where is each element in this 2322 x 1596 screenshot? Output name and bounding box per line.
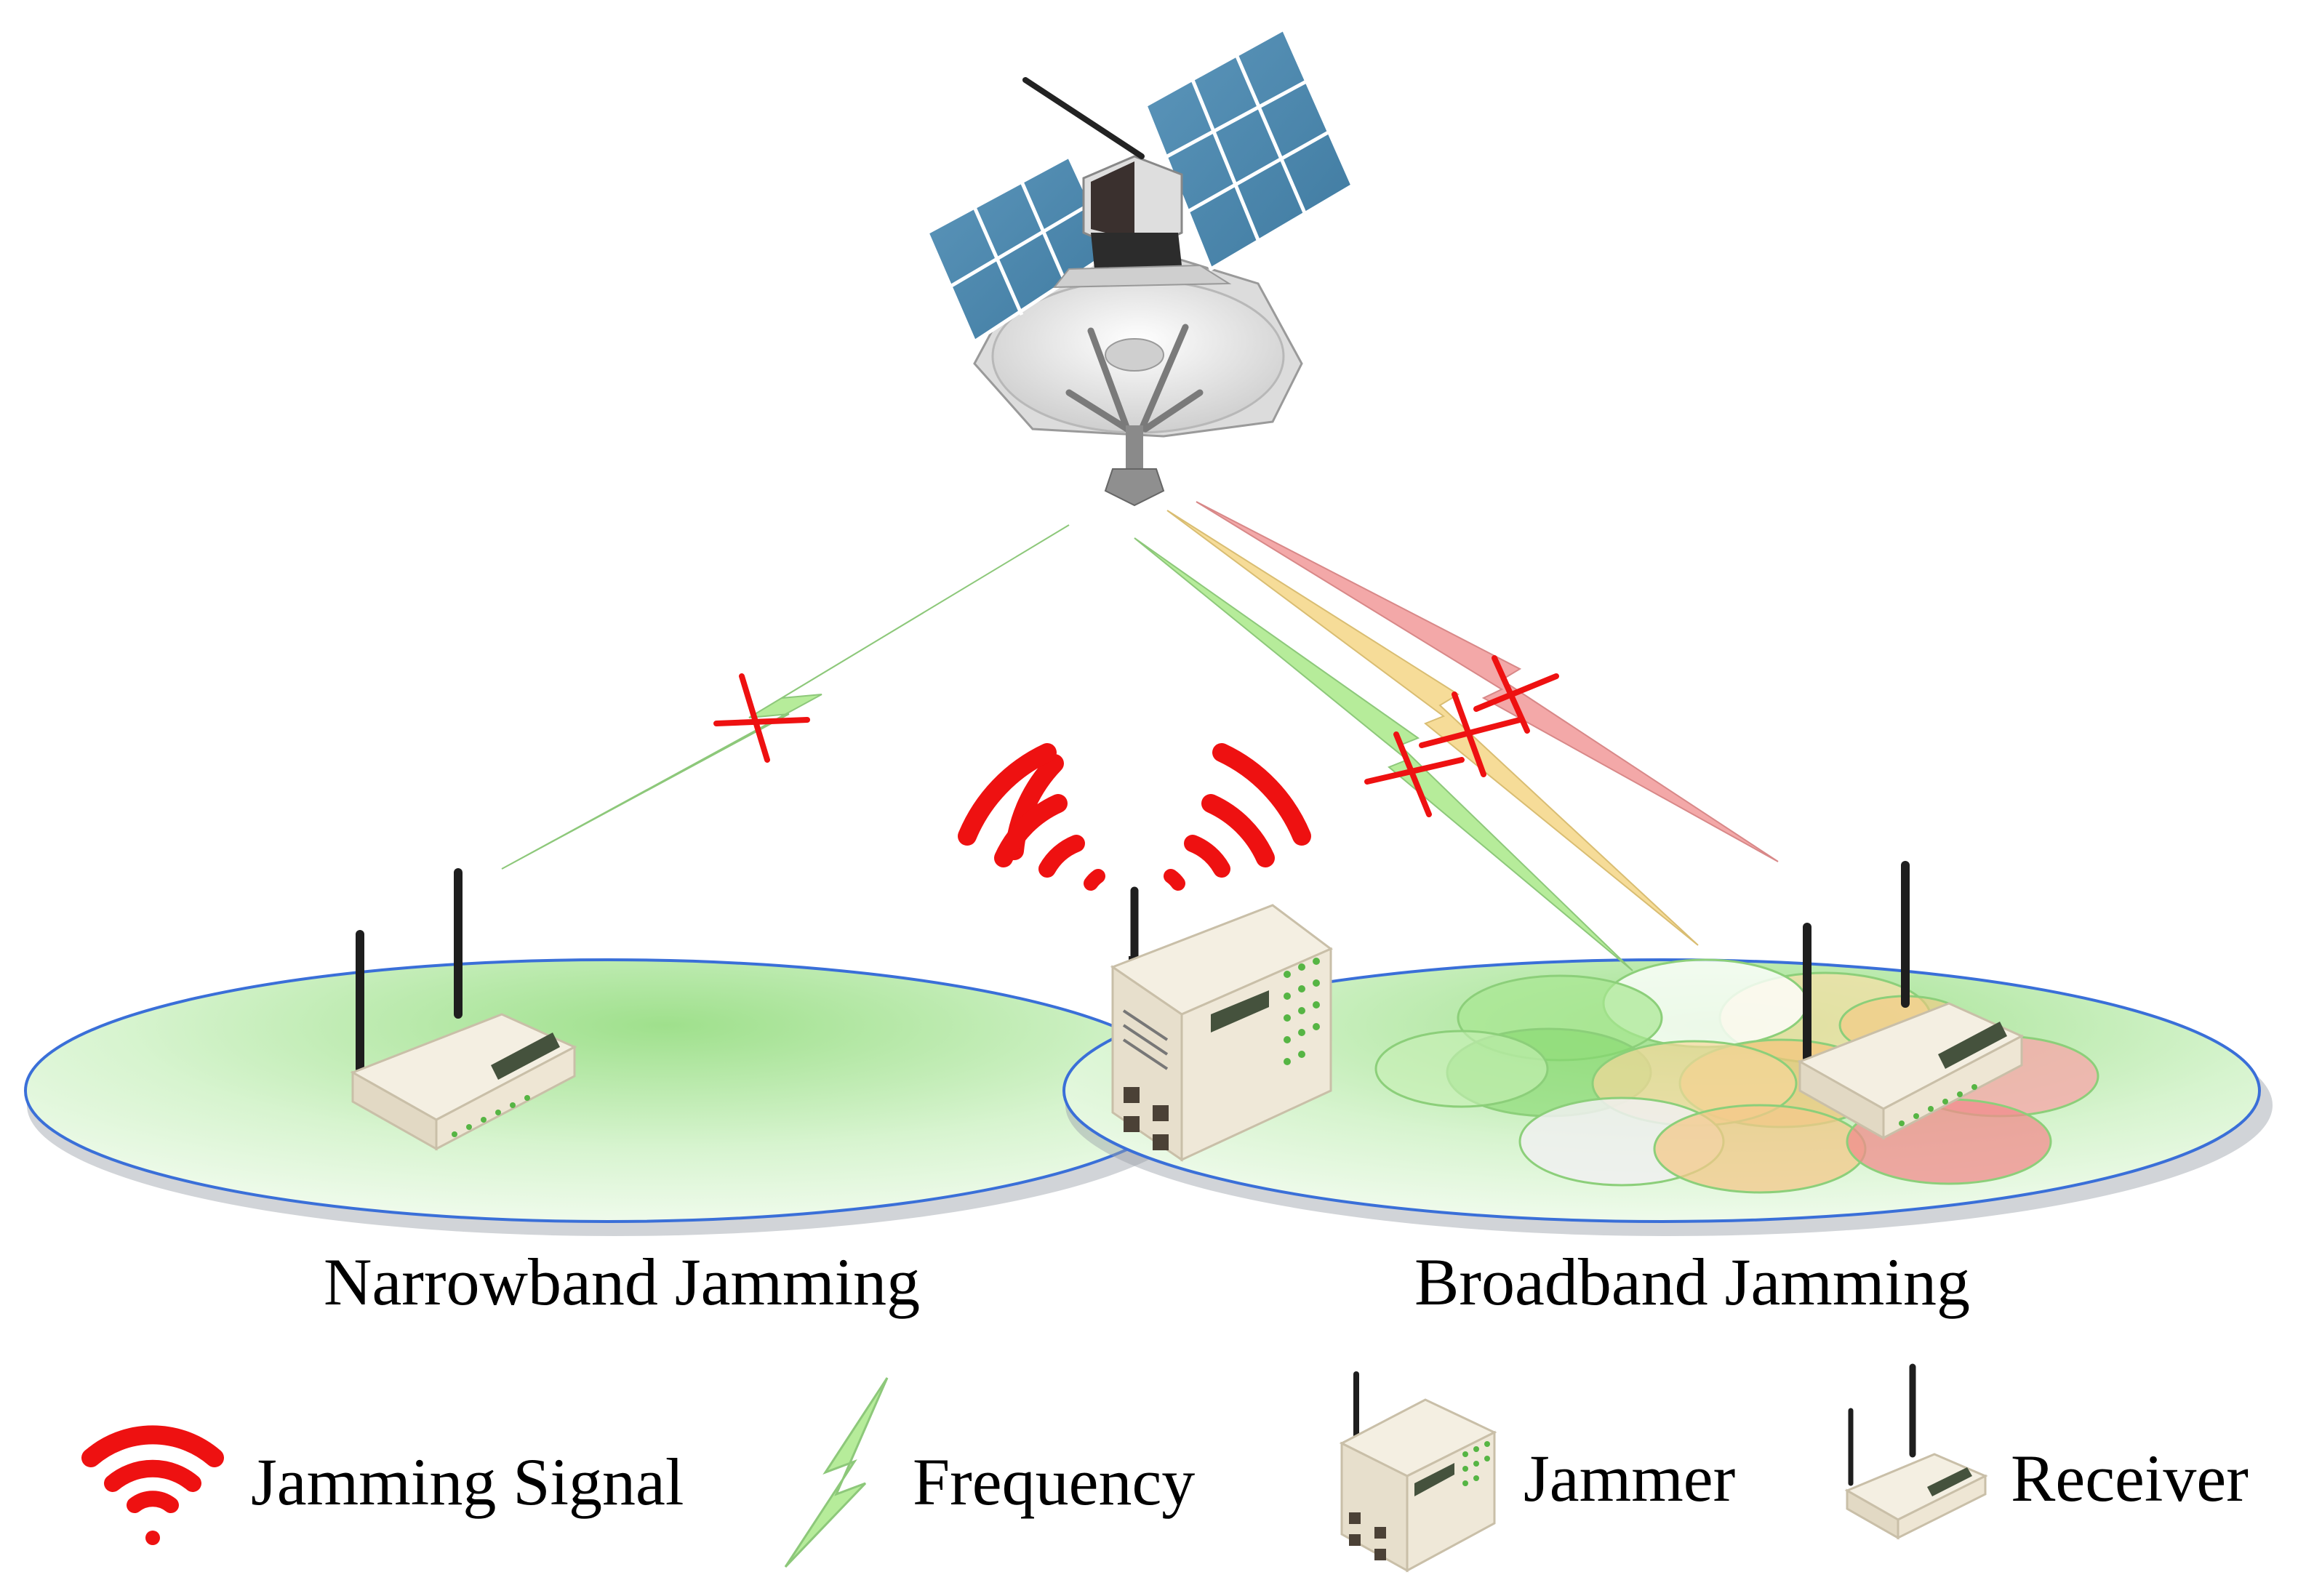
frequency-bolt-broadband-yellow: [1166, 510, 1699, 946]
blocked-x-icon: [1364, 731, 1465, 817]
broadband-zone-label: Broadband Jamming: [1414, 1245, 1970, 1319]
legend-frequency-bolt-icon: [784, 1377, 889, 1568]
frequency-bolt-broadband-red: [1196, 501, 1779, 862]
legend-receiver-icon: [1844, 1363, 1988, 1540]
legend-frequency-label: Frequency: [913, 1445, 1196, 1519]
satellite-icon: [924, 26, 1356, 507]
legend-jamming-signal-icon: [81, 1425, 224, 1545]
legend-jammer-icon: [1339, 1371, 1497, 1573]
blocked-x-icon: [1473, 655, 1559, 734]
narrowband-zone: [24, 958, 1202, 1236]
receiver-icon: [1797, 861, 2025, 1140]
jammer-icon: [1110, 886, 1333, 1162]
blocked-x-icon: [713, 673, 810, 763]
legend-receiver-label: Receiver: [2011, 1441, 2249, 1515]
frequency-bolt-narrowband: [501, 524, 1070, 870]
narrowband-zone-label: Narrowband Jamming: [324, 1245, 921, 1319]
legend-jamming-signal-label: Jamming Signal: [251, 1445, 684, 1519]
receiver-icon: [350, 868, 577, 1151]
jamming-signal-icon: [958, 743, 1311, 891]
legend-jammer-label: Jammer: [1524, 1441, 1736, 1515]
blocked-x-icon: [1419, 691, 1523, 777]
